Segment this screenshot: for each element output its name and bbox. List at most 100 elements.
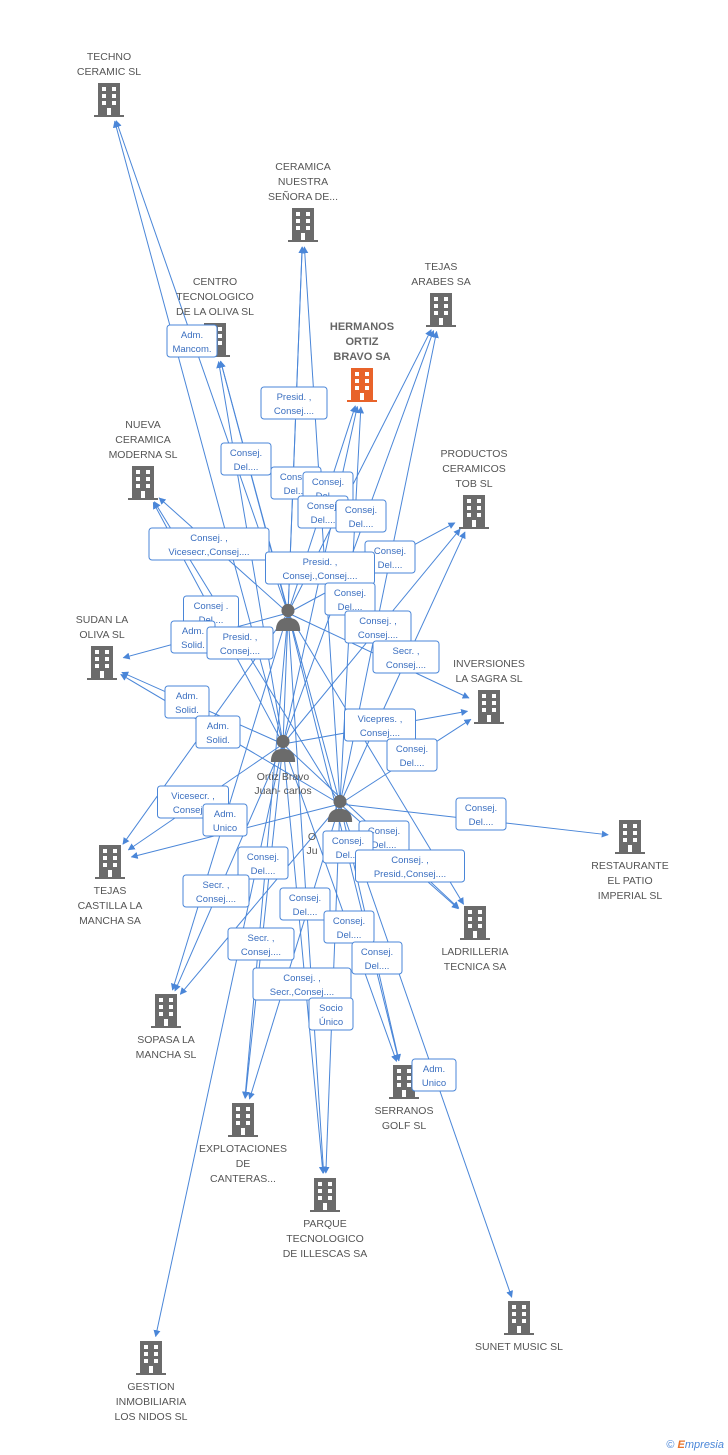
- company-label-line: ARABES SA: [411, 276, 471, 288]
- role-box[interactable]: Secr. , Consej....: [227, 927, 295, 961]
- role-box-text: Presid. ,: [223, 632, 258, 643]
- role-box-frame: [195, 715, 241, 749]
- role-box[interactable]: Consej.Del....: [351, 941, 403, 975]
- role-box-text: Solid.: [181, 640, 205, 651]
- company-label-line: LOS NIDOS SL: [115, 1411, 188, 1423]
- building-icon: [460, 906, 490, 940]
- company-label-line: HERMANOS: [330, 321, 394, 333]
- role-box[interactable]: Consej.Del....: [324, 582, 376, 616]
- role-box-frame: [182, 874, 250, 908]
- company-node-tejas_arabes[interactable]: TEJAS ARABES SA: [411, 261, 471, 327]
- role-box[interactable]: Consej.Del....: [279, 887, 331, 921]
- role-box[interactable]: Consej. ,Vicesecr.,Consej....: [148, 527, 270, 561]
- role-box[interactable]: Adm.Solid.: [164, 685, 210, 719]
- role-box-frame: [411, 1058, 457, 1092]
- role-box[interactable]: Adm.Unico: [411, 1058, 457, 1092]
- role-box-text: Secr. ,: [393, 646, 420, 657]
- role-box[interactable]: Consej.Del....: [335, 499, 387, 533]
- role-box-frame: [220, 442, 272, 476]
- role-box-text: Consej....: [386, 660, 426, 671]
- company-label-line: INMOBILIARIA: [116, 1396, 187, 1408]
- role-box[interactable]: Consej.Del....: [220, 442, 272, 476]
- company-label-line: TEJAS: [425, 261, 458, 273]
- role-box[interactable]: Presid. ,Consej....: [206, 626, 274, 660]
- role-box[interactable]: Consej.Del....: [386, 738, 438, 772]
- company-label-line: EL PATIO: [607, 875, 652, 887]
- role-box-frame: [237, 846, 289, 880]
- person-label-line: Juan- carlos: [254, 785, 311, 797]
- role-box-text: Del....: [293, 907, 318, 918]
- edge-p2-explotaciones: [242, 743, 284, 1099]
- company-label-line: SUDAN LA: [76, 614, 129, 626]
- role-box[interactable]: Adm.Solid.: [195, 715, 241, 749]
- role-box-text: Consej.: [368, 826, 400, 837]
- edge-p2-serranos: [282, 743, 398, 1062]
- company-label-line: CENTRO: [193, 276, 237, 288]
- role-box-frame: [148, 527, 270, 561]
- role-box-frame: [386, 738, 438, 772]
- company-label-line: INVERSIONES: [453, 658, 525, 670]
- role-box-frame: [372, 640, 440, 674]
- copyright-symbol: ©: [666, 1439, 675, 1451]
- role-box[interactable]: Presid. ,Consej....: [260, 386, 328, 420]
- building-icon: [151, 994, 181, 1028]
- role-box-text: Consej....: [241, 947, 281, 958]
- company-label-line: TEJAS: [94, 885, 127, 897]
- role-box-frame: [252, 967, 352, 1001]
- company-node-sunet[interactable]: SUNET MUSIC SL: [475, 1301, 563, 1353]
- person-node-p3[interactable]: OJu: [306, 794, 353, 857]
- role-box[interactable]: Consej.Del....: [237, 846, 289, 880]
- role-box-text: Mancom.: [172, 344, 211, 355]
- role-box[interactable]: Presid. ,Consej.,Consej....: [265, 551, 375, 585]
- company-label-line: SUNET MUSIC SL: [475, 1341, 563, 1353]
- role-box-text: Consej.: [307, 501, 339, 512]
- role-box[interactable]: Consej. ,Consej....: [344, 610, 412, 644]
- role-box-text: Consej....: [358, 630, 398, 641]
- company-label-line: TOB SL: [455, 478, 492, 490]
- role-boxes-layer: Adm.Mancom.Presid. ,Consej....Consej.Del…: [148, 324, 507, 1092]
- role-box-text: Del....: [251, 866, 276, 877]
- role-box[interactable]: Adm.Unico: [202, 803, 248, 837]
- company-label-line: TECNOLOGICO: [286, 1233, 364, 1245]
- role-box-text: Adm.: [423, 1064, 445, 1075]
- role-box-text: Secr. ,: [248, 933, 275, 944]
- role-box[interactable]: Secr. , Consej....: [372, 640, 440, 674]
- role-box[interactable]: Secr. ,Consej....: [182, 874, 250, 908]
- role-box-text: Consej.: [465, 803, 497, 814]
- person-label-line: Ju: [306, 845, 317, 857]
- company-label-line: CANTERAS...: [210, 1173, 276, 1185]
- company-node-explotaciones[interactable]: EXPLOTACIONESDECANTERAS...: [199, 1103, 287, 1185]
- role-box[interactable]: Vicepres. ,Consej....: [344, 708, 416, 742]
- role-box-text: Adm.: [181, 330, 203, 341]
- role-box[interactable]: Consej. ,Secr.,Consej....: [252, 967, 352, 1001]
- role-box-text: Solid.: [206, 735, 230, 746]
- company-label-line: CERAMICA: [275, 161, 330, 173]
- role-box-text: Del....: [349, 519, 374, 530]
- role-box-text: Del....: [311, 515, 336, 526]
- role-box[interactable]: Consej.Del....: [455, 797, 507, 831]
- company-label-line: IMPERIAL SL: [598, 890, 663, 902]
- role-box[interactable]: Adm. Mancom.: [166, 324, 218, 358]
- role-box-frame: [260, 386, 328, 420]
- role-box-text: Secr.,Consej....: [270, 987, 334, 998]
- role-box[interactable]: Consej.Del....: [323, 910, 375, 944]
- role-box[interactable]: Consej. ,Presid.,Consej....: [355, 849, 465, 883]
